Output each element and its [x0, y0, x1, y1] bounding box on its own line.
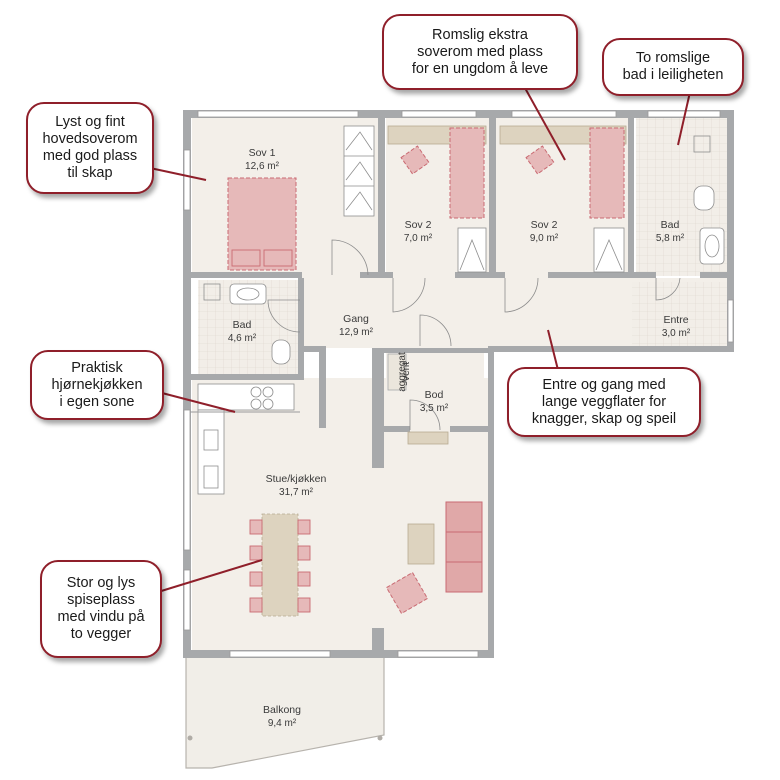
callout-to-bad-text: To romslige bad i leiligheten [622, 50, 724, 83]
room-sov1-name: Sov 1 [249, 147, 276, 159]
callout-ekstra-soverom-text: Romslig ekstra soverom med plass for en … [411, 26, 549, 77]
vent-aggregat-box [387, 353, 407, 391]
dining-table [261, 513, 299, 617]
callout-hjornekjokken: Praktisk hjørnekjøkken i egen sone [30, 350, 164, 420]
sofa [445, 501, 483, 593]
room-sov2a-name: Sov 2 [405, 219, 432, 231]
wardrobes [343, 125, 625, 273]
callout-spiseplass-text: Stor og lys spiseplass med vindu på to v… [57, 575, 145, 642]
room-sov2b-name: Sov 2 [531, 219, 558, 231]
callout-hovedsoverom: Lyst og fint hovedsoverom med god plass … [26, 102, 154, 194]
callout-pointers [149, 87, 691, 593]
room-bad-left-name: Bad [233, 319, 252, 331]
bathroom-fixtures [203, 135, 725, 365]
room-bad-right-name: Bad [661, 219, 680, 231]
callout-spiseplass: Stor og lys spiseplass med vindu på to v… [40, 560, 162, 658]
room-bod-name: Bod [425, 389, 444, 401]
room-gang-name: Gang [343, 313, 369, 325]
room-labels: Sov 1 12,6 m² Sov 2 7,0 m² Sov 2 9,0 m² … [228, 147, 691, 729]
room-gang-area: 12,9 m² [339, 327, 374, 338]
entre-tiles [632, 282, 728, 346]
beds-and-chairs [227, 127, 625, 615]
callout-to-bad: To romslige bad i leiligheten [602, 38, 744, 96]
dining-chairs [249, 519, 311, 613]
balcony-posts [187, 735, 383, 741]
room-sov1-area: 12,6 m² [245, 161, 280, 172]
room-sov2a-area: 7,0 m² [404, 233, 433, 244]
room-bad-right-area: 5,8 m² [656, 233, 685, 244]
callout-ekstra-soverom: Romslig ekstra soverom med plass for en … [382, 14, 578, 90]
room-stue-area: 31,7 m² [279, 487, 314, 498]
room-stue-name: Stue/kjøkken [266, 473, 327, 485]
windows [183, 110, 734, 658]
aggregat-label: aggregat [397, 352, 408, 392]
bed-pillows [231, 249, 293, 267]
callout-hovedsoverom-text: Lyst og fint hovedsoverom med god plass … [42, 114, 138, 181]
kitchen-counter [197, 383, 295, 495]
callout-entre-gang-text: Entre og gang med lange veggflater for k… [531, 376, 677, 427]
callout-entre-gang: Entre og gang med lange veggflater for k… [507, 367, 701, 437]
callout-hjornekjokken-text: Praktisk hjørnekjøkken i egen sone [51, 359, 143, 410]
vent-label: Vent [401, 362, 412, 382]
room-bod-area: 3,5 m² [420, 403, 449, 414]
room-bad-left-area: 4,6 m² [228, 333, 257, 344]
room-balkong-name: Balkong [263, 704, 301, 716]
room-entre-area: 3,0 m² [662, 328, 691, 339]
coffee-table [407, 523, 435, 565]
room-sov2b-area: 9,0 m² [530, 233, 559, 244]
room-entre-name: Entre [663, 314, 688, 326]
room-balkong-area: 9,4 m² [268, 718, 297, 729]
doors [267, 239, 681, 431]
